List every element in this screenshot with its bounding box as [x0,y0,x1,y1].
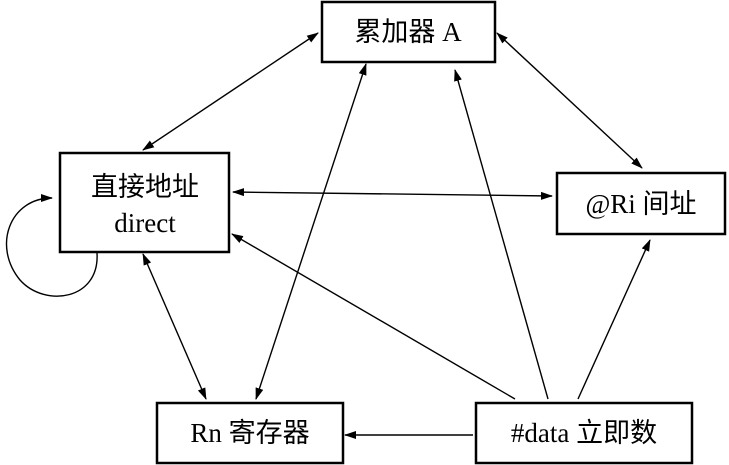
node-accumulator-box [320,0,497,64]
node-immediate: #data 立即数 [474,401,694,465]
edge-immediate-indirect [577,239,651,400]
edge-immediate-accumulator [454,69,549,400]
edge-immediate-direct [231,233,516,400]
node-immediate-label: #data 立即数 [511,418,657,448]
node-indirect-label: @Ri 间址 [585,189,696,219]
edge-direct-register [142,253,207,400]
node-accumulator-label: 累加器 A [354,17,462,47]
node-direct-label-cn: 直接地址 [91,172,199,202]
edge-direct-self-loop [5,194,98,297]
node-direct-box [58,151,231,254]
edge-direct-indirect [232,188,553,200]
edge-accumulator-indirect [496,32,643,169]
node-register-box [155,401,345,465]
node-indirect-box [555,171,727,236]
node-direct-label-en: direct [114,208,176,238]
node-register: Rn 寄存器 [155,401,345,465]
node-immediate-box [474,401,694,465]
node-register-label: Rn 寄存器 [190,418,309,448]
edges [5,32,651,439]
edge-accumulator-register [255,63,367,400]
node-accumulator: 累加器 A [320,0,497,64]
node-indirect: @Ri 间址 [555,171,727,236]
node-direct: 直接地址 direct [58,151,231,254]
edge-accumulator-direct [142,32,319,151]
